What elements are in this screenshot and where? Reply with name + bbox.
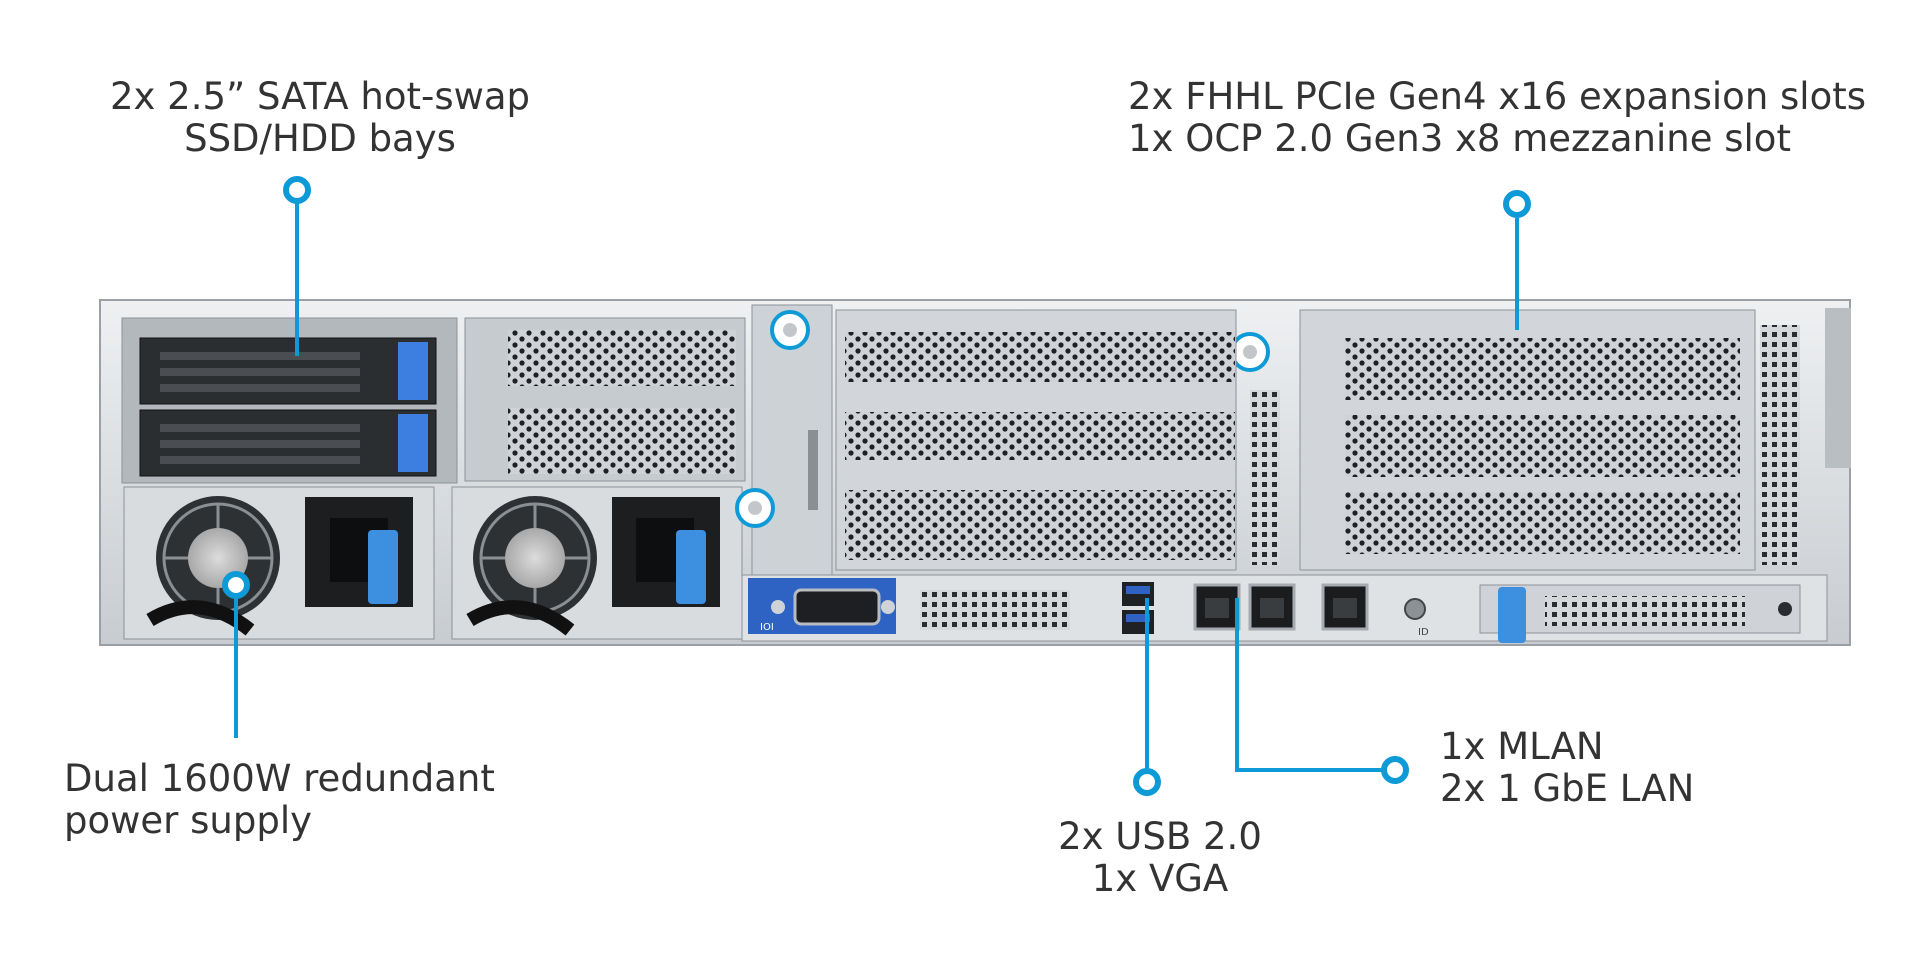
center-bracket <box>751 304 833 576</box>
callout-ssd-line-2: SSD/HDD bays <box>184 117 456 160</box>
callout-pcie-line-1: 2x FHHL PCIe Gen4 x16 expansion slots <box>1128 75 1867 118</box>
leader-lan <box>1235 598 1385 772</box>
marker-usb <box>1133 768 1161 796</box>
callout-lan-line-2: 2x 1 GbE LAN <box>1440 767 1695 810</box>
callout-psu-line-1: Dual 1600W redundant <box>64 757 495 800</box>
callout-power-supply: Dual 1600W redundant power supply <box>64 758 495 842</box>
callout-pcie-slots: 2x FHHL PCIe Gen4 x16 expansion slots 1x… <box>1128 76 1866 160</box>
callout-usb-line-1: 2x USB 2.0 <box>1058 815 1262 858</box>
callout-markers <box>222 176 1531 796</box>
callout-ssd-bays: 2x 2.5” SATA hot-swap SSD/HDD bays <box>100 76 540 160</box>
drive-bay-cage <box>121 317 458 484</box>
drive-tray-2[interactable] <box>139 409 437 477</box>
id-button[interactable]: ID <box>1404 598 1429 638</box>
drive-tray-1[interactable] <box>139 337 437 405</box>
ocp-slot[interactable] <box>1479 584 1801 643</box>
marker-lan <box>1381 756 1409 784</box>
callout-usb-line-2: 1x VGA <box>1091 857 1229 900</box>
vga-port-marking: IOI <box>760 622 774 633</box>
callout-usb-vga: 2x USB 2.0 1x VGA <box>1040 816 1280 900</box>
marker-ssd <box>283 176 311 204</box>
mlan-port[interactable] <box>1321 583 1369 631</box>
thumb-screw-2[interactable] <box>735 488 775 528</box>
rear-vent-left <box>464 317 746 482</box>
pcie-slot-cage-right <box>1299 309 1800 571</box>
marker-pcie <box>1503 190 1531 218</box>
callout-pcie-line-2: 1x OCP 2.0 Gen3 x8 mezzanine slot <box>1128 117 1791 160</box>
callout-psu-line-2: power supply <box>64 799 312 842</box>
pcie-slot-cage-middle <box>835 309 1280 571</box>
io-vent <box>920 590 1070 630</box>
id-button-marking: ID <box>1418 627 1429 638</box>
thumb-screw-1[interactable] <box>770 310 810 350</box>
thumb-screw-3[interactable] <box>1230 332 1270 372</box>
callout-lan-line-1: 1x MLAN <box>1440 725 1604 768</box>
callout-leaders <box>234 202 1519 772</box>
callout-ssd-line-1: 2x 2.5” SATA hot-swap <box>109 75 531 118</box>
vga-port[interactable]: IOI <box>748 578 896 634</box>
power-supply-1[interactable] <box>123 486 435 640</box>
power-supply-2[interactable] <box>451 486 743 640</box>
marker-psu <box>222 571 250 599</box>
lan-ports[interactable] <box>1193 583 1296 631</box>
callout-lan: 1x MLAN 2x 1 GbE LAN <box>1440 726 1694 810</box>
